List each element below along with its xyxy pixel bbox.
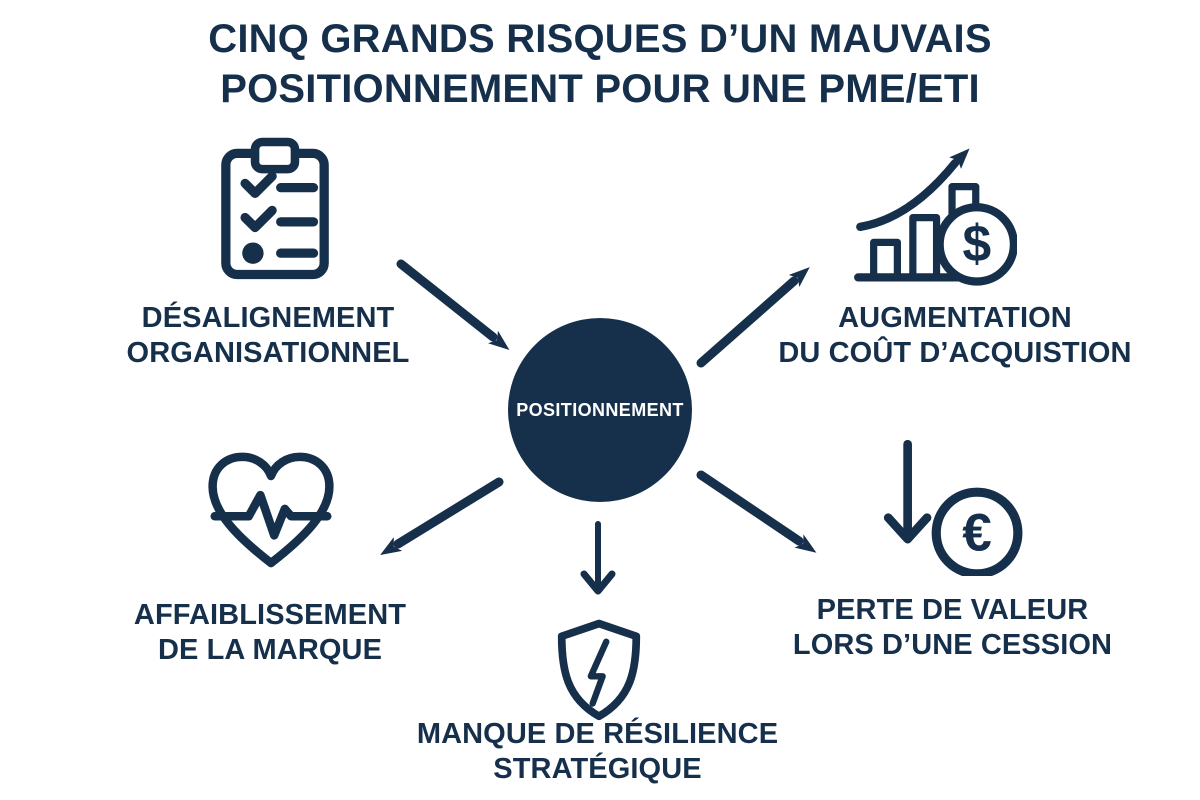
arrow-hub-to-bottomleft <box>380 477 504 555</box>
risk-resilience-line2: STRATÉGIQUE <box>493 753 702 786</box>
clipboard-checklist-icon <box>221 137 329 280</box>
risk-marque-line2: DE LA MARQUE <box>157 634 383 667</box>
risk-desalignement-line1: DÉSALIGNEMENT <box>141 302 395 334</box>
risk-resilience-line1: MANQUE DE RÉSILIENCE <box>416 718 779 750</box>
heart-pulse-icon <box>208 452 334 568</box>
page-title: CINQ GRANDS RISQUES D’UN MAUVAIS POSITIO… <box>0 14 1200 115</box>
risk-cession-line2: LORS D’UNE CESSION <box>792 629 1113 662</box>
arrow-hub-to-bottom <box>580 521 616 595</box>
down-arrow-euro-icon: € <box>883 439 1023 576</box>
arrow-hub-to-bottomright <box>696 470 817 553</box>
hub-label: POSITIONNEMENT <box>516 399 684 420</box>
title-line-2: POSITIONNEMENT POUR UNE PME/ETI <box>220 67 980 112</box>
risk-cession-label: PERTE DE VALEUR LORS D’UNE CESSION <box>770 593 1135 664</box>
growth-chart-dollar-icon: $ <box>854 148 1017 286</box>
risk-acquisition-line2: DU COÛT D’ACQUISTION <box>778 337 1132 370</box>
euro-symbol: € <box>962 503 992 562</box>
dollar-symbol: $ <box>962 214 991 272</box>
risk-marque-line1: AFFAIBLISSEMENT <box>133 599 407 631</box>
risk-desalignement-line2: ORGANISATIONNEL <box>126 337 410 370</box>
risk-acquisition-line1: AUGMENTATION <box>838 302 1072 334</box>
shield-lightning-icon <box>557 619 641 721</box>
title-line-1: CINQ GRANDS RISQUES D’UN MAUVAIS <box>208 17 992 61</box>
risk-acquisition-label: AUGMENTATION DU COÛT D’ACQUISTION <box>755 301 1155 372</box>
positionnement-hub: POSITIONNEMENT <box>508 318 692 502</box>
risk-cession-line1: PERTE DE VALEUR <box>816 594 1089 626</box>
risk-desalignement-label: DÉSALIGNEMENT ORGANISATIONNEL <box>88 301 448 372</box>
risk-marque-label: AFFAIBLISSEMENT DE LA MARQUE <box>95 598 445 669</box>
risk-resilience-label: MANQUE DE RÉSILIENCE STRATÉGIQUE <box>385 717 810 788</box>
